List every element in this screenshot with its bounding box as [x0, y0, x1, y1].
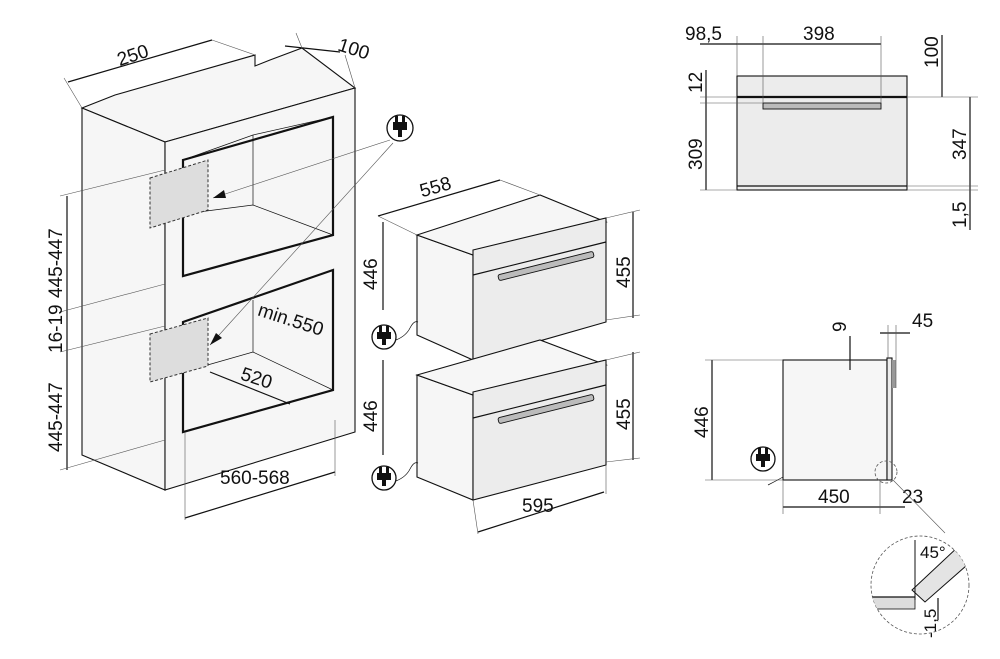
dim-side-height: 446 [692, 406, 713, 438]
socket-area-upper [149, 159, 209, 229]
upper-handle [497, 251, 595, 281]
power-plug-icon [386, 114, 414, 142]
dim-detail-offset: -1,5 [921, 609, 940, 638]
dim-side-front: 23 [902, 487, 923, 508]
upper-unit-door [472, 217, 607, 361]
dim-front-upper: 455 [614, 256, 635, 288]
detail-view: 45° -1,5 [870, 535, 970, 638]
cabinet-left-side [81, 107, 166, 491]
side-view-door [886, 357, 893, 481]
dim-front-width: 398 [803, 24, 835, 45]
power-plug-icon [750, 446, 776, 472]
dim-gap: 16-19 [46, 304, 67, 353]
dim-front-bottom: 1,5 [950, 202, 971, 228]
dim-height-lower: 445-447 [46, 382, 67, 452]
dim-offset: 98,5 [685, 24, 722, 45]
side-view: 9 45 446 450 23 [692, 311, 946, 534]
dim-front-height: 309 [686, 138, 707, 170]
appliance-iso-view: 558 446 446 455 455 595 [361, 173, 641, 535]
dim-height-upper: 445-447 [46, 228, 67, 298]
front-view-body [736, 75, 908, 191]
power-plug-icon [371, 465, 397, 491]
dim-niche-lower: 446 [361, 400, 382, 432]
dim-side-depth: 450 [818, 487, 850, 508]
dim-depth-top: 250 [115, 41, 152, 71]
dim-front-total: 347 [950, 128, 971, 160]
dim-side-panel: 45 [912, 311, 933, 332]
dim-appliance-width: 595 [522, 496, 554, 517]
lower-handle [497, 394, 595, 424]
dim-niche-upper: 446 [361, 258, 382, 290]
power-plug-icon [371, 324, 397, 350]
lower-unit-side [416, 374, 474, 501]
upper-unit-side [416, 234, 474, 361]
side-view-body [782, 359, 888, 481]
front-view: 98,5 398 12 309 100 347 1,5 [685, 24, 978, 230]
dim-depth-rear: 100 [335, 35, 372, 65]
dim-detail-angle: 45° [920, 543, 946, 562]
front-view-handle [762, 102, 882, 110]
dim-side-gap: 9 [830, 321, 851, 332]
dim-front-lower: 455 [614, 398, 635, 430]
dim-top-gap: 12 [686, 72, 707, 93]
socket-area-lower [149, 317, 209, 383]
cabinet-iso-view: 250 100 445-447 16-19 445-447 min.550 52… [46, 32, 414, 520]
dim-width-niche: 560-568 [220, 468, 290, 489]
dim-appliance-depth: 558 [417, 173, 453, 202]
dim-front-top: 100 [922, 36, 943, 68]
